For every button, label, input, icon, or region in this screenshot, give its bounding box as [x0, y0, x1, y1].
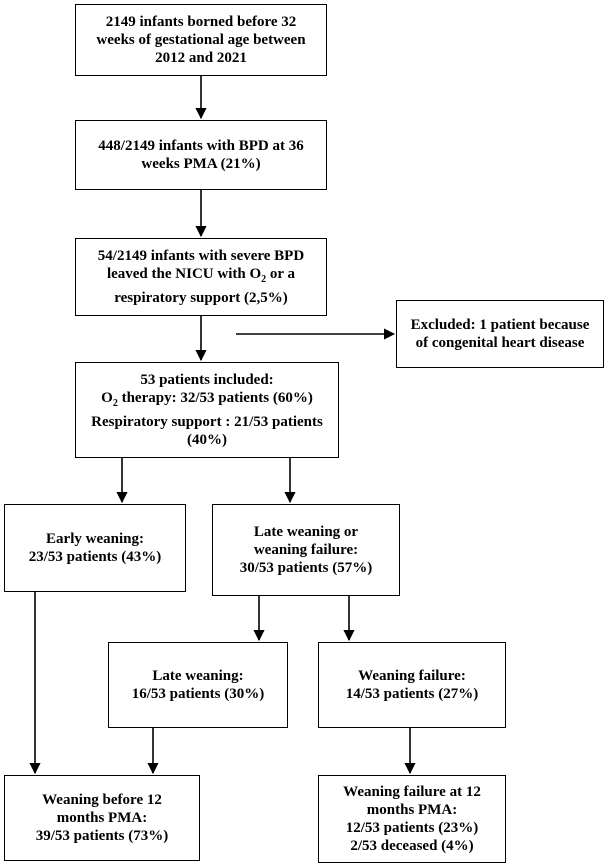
box-early-weaning: Early weaning: 23/53 patients (43%)	[4, 504, 186, 592]
box-excluded: Excluded: 1 patient because of congenita…	[396, 300, 604, 368]
box-late-weaning: Late weaning: 16/53 patients (30%)	[108, 642, 288, 728]
box-severe-bpd: 54/2149 infants with severe BPD leaved t…	[75, 238, 327, 316]
box-patients-included: 53 patients included: O2 therapy: 32/53 …	[75, 362, 339, 458]
box-weaning-before-12m: Weaning before 12 months PMA: 39/53 pati…	[4, 775, 200, 861]
box-late-or-failure: Late weaning or weaning failure: 30/53 p…	[212, 504, 400, 596]
box-weaning-failure-12m: Weaning failure at 12 months PMA: 12/53 …	[318, 775, 506, 863]
box-weaning-failure: Weaning failure: 14/53 patients (27%)	[318, 642, 506, 728]
box-bpd-infants: 448/2149 infants with BPD at 36 weeks PM…	[75, 120, 327, 190]
box-initial-cohort: 2149 infants borned before 32 weeks of g…	[75, 4, 327, 76]
